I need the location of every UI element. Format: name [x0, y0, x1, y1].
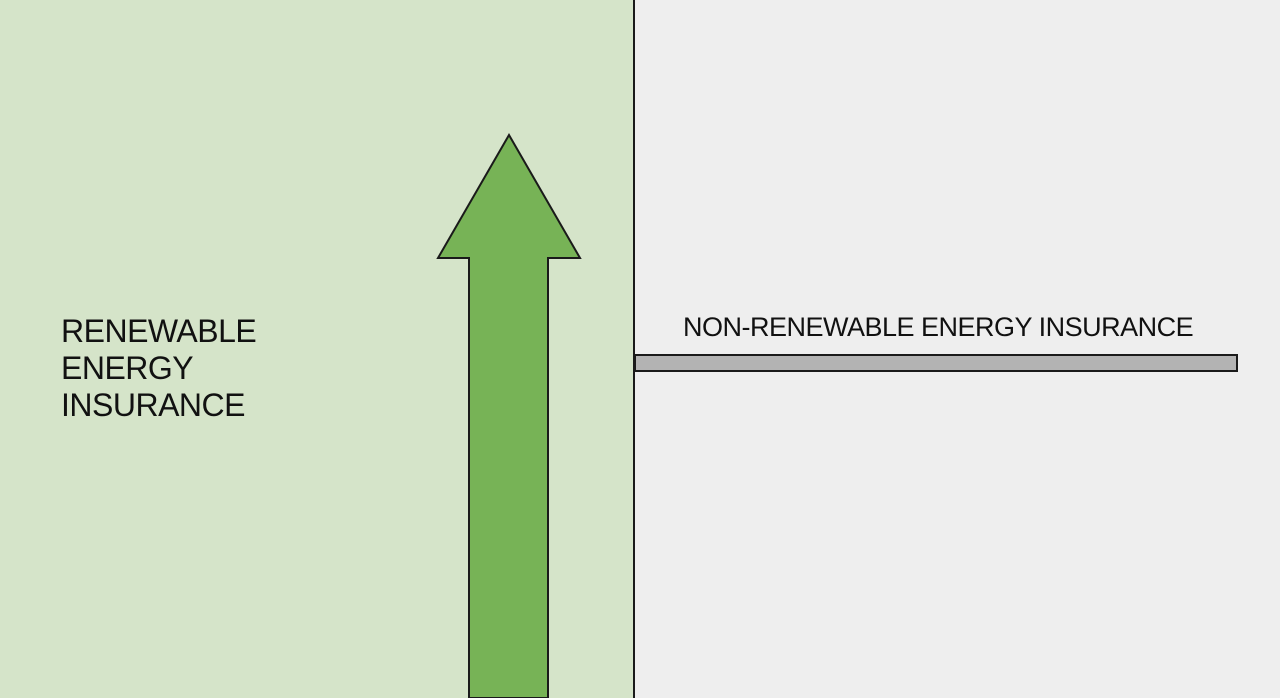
up-arrow-icon	[436, 132, 582, 698]
flat-bar	[634, 354, 1238, 372]
center-divider	[633, 0, 635, 698]
renewable-label: RENEWABLE ENERGY INSURANCE	[61, 313, 361, 424]
renewable-label-line-3: INSURANCE	[61, 387, 245, 423]
non-renewable-label: NON-RENEWABLE ENERGY INSURANCE	[683, 312, 1194, 342]
renewable-label-line-2: ENERGY	[61, 350, 194, 386]
non-renewable-panel	[634, 0, 1280, 698]
renewable-label-line-1: RENEWABLE	[61, 313, 257, 349]
